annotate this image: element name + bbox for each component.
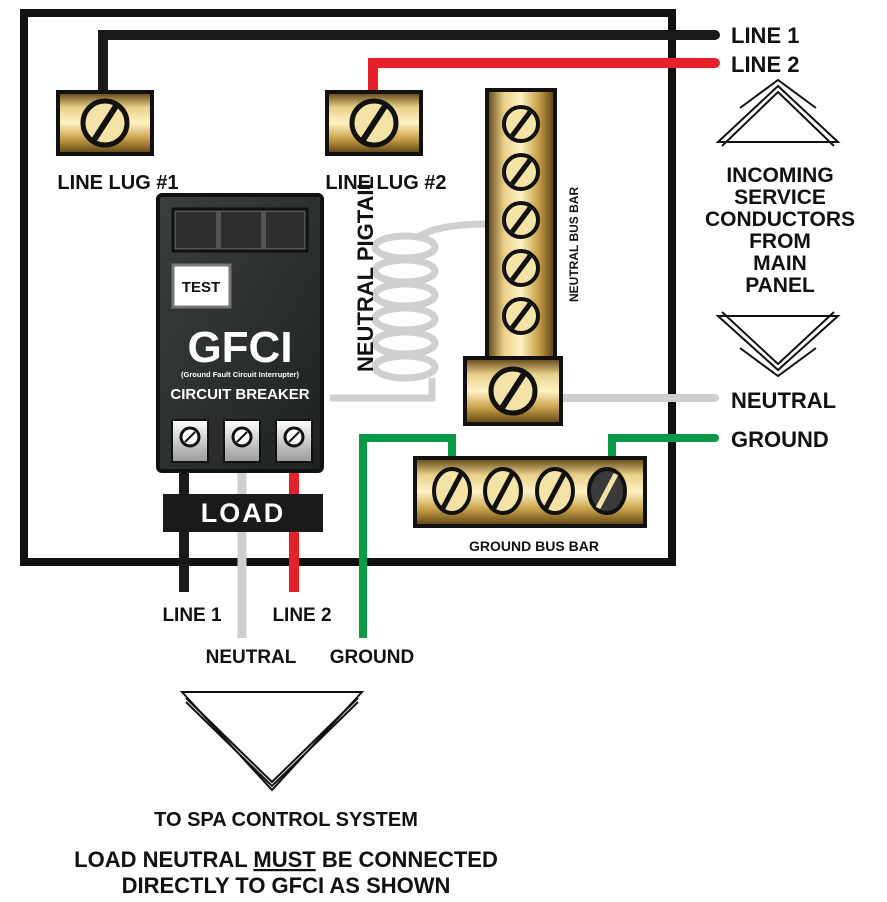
to-spa-label: TO SPA CONTROL SYSTEM (154, 809, 418, 831)
load-label-bar (163, 494, 323, 532)
incoming-neutral-wire (560, 394, 719, 402)
load-label: LOAD (201, 498, 286, 528)
neutral-bus-bar (463, 88, 563, 426)
output-neutral-label: NEUTRAL (206, 647, 297, 668)
gfci-circuit-breaker-label: CIRCUIT BREAKER (170, 386, 309, 403)
note-post: BE CONNECTED (316, 847, 498, 872)
output-line1-label: LINE 1 (162, 605, 222, 626)
service-line-2: SERVICE (734, 186, 826, 209)
output-ground-label: GROUND (330, 647, 414, 668)
service-line-3: CONDUCTORS (705, 208, 855, 231)
ground-bus-bar-label: GROUND BUS BAR (469, 538, 599, 554)
neutral-pigtail-wire (330, 220, 489, 402)
line-lug-1 (56, 90, 154, 156)
incoming-line2-wire (368, 58, 720, 98)
service-line-6: PANEL (745, 274, 815, 297)
output-line2-label: LINE 2 (272, 605, 331, 626)
note-emphasis: MUST (253, 847, 316, 872)
line-lug-1-label: LINE LUG #1 (57, 172, 178, 194)
gfci-subtitle: (Ground Fault Circuit Interrupter) (181, 370, 299, 379)
neutral-bus-bar-label: NEUTRAL BUS BAR (567, 187, 581, 302)
gfci-title: GFCI (187, 323, 292, 372)
service-line-4: FROM (749, 230, 811, 253)
incoming-line1-wire (98, 30, 720, 98)
line-lug-2 (325, 90, 423, 156)
service-line-5: MAIN (753, 252, 807, 275)
service-line-1: INCOMING (726, 164, 833, 187)
gfci-test-label: TEST (182, 279, 220, 296)
incoming-ground-wire (608, 434, 719, 458)
footer-note-line2: DIRECTLY TO GFCI AS SHOWN (122, 873, 451, 898)
line-lug-2-label: LINE LUG #2 (325, 172, 446, 194)
to-spa-arrow-icon (179, 691, 365, 792)
incoming-neutral-label: NEUTRAL (731, 388, 836, 413)
incoming-line2-label: LINE 2 (731, 52, 799, 77)
gfci-terminal-2 (275, 419, 313, 463)
gfci-test-button[interactable] (171, 263, 232, 309)
gfci-terminal-1 (171, 419, 209, 463)
load-ground-wire (359, 434, 456, 638)
up-arrow-icon (715, 78, 841, 147)
note-pre: LOAD NEUTRAL (74, 847, 253, 872)
incoming-line1-label: LINE 1 (731, 23, 799, 48)
ground-bus-bar (413, 456, 647, 528)
incoming-ground-label: GROUND (731, 427, 829, 452)
footer-note-line1: LOAD NEUTRAL MUST BE CONNECTED (74, 847, 498, 872)
neutral-pigtail-label: NEUTRAL PIGTAIL (353, 176, 378, 372)
incoming-service-text: INCOMING SERVICE CONDUCTORS FROM MAIN PA… (705, 164, 855, 297)
down-arrow-icon (715, 311, 841, 378)
gfci-terminal-neutral (223, 419, 261, 463)
